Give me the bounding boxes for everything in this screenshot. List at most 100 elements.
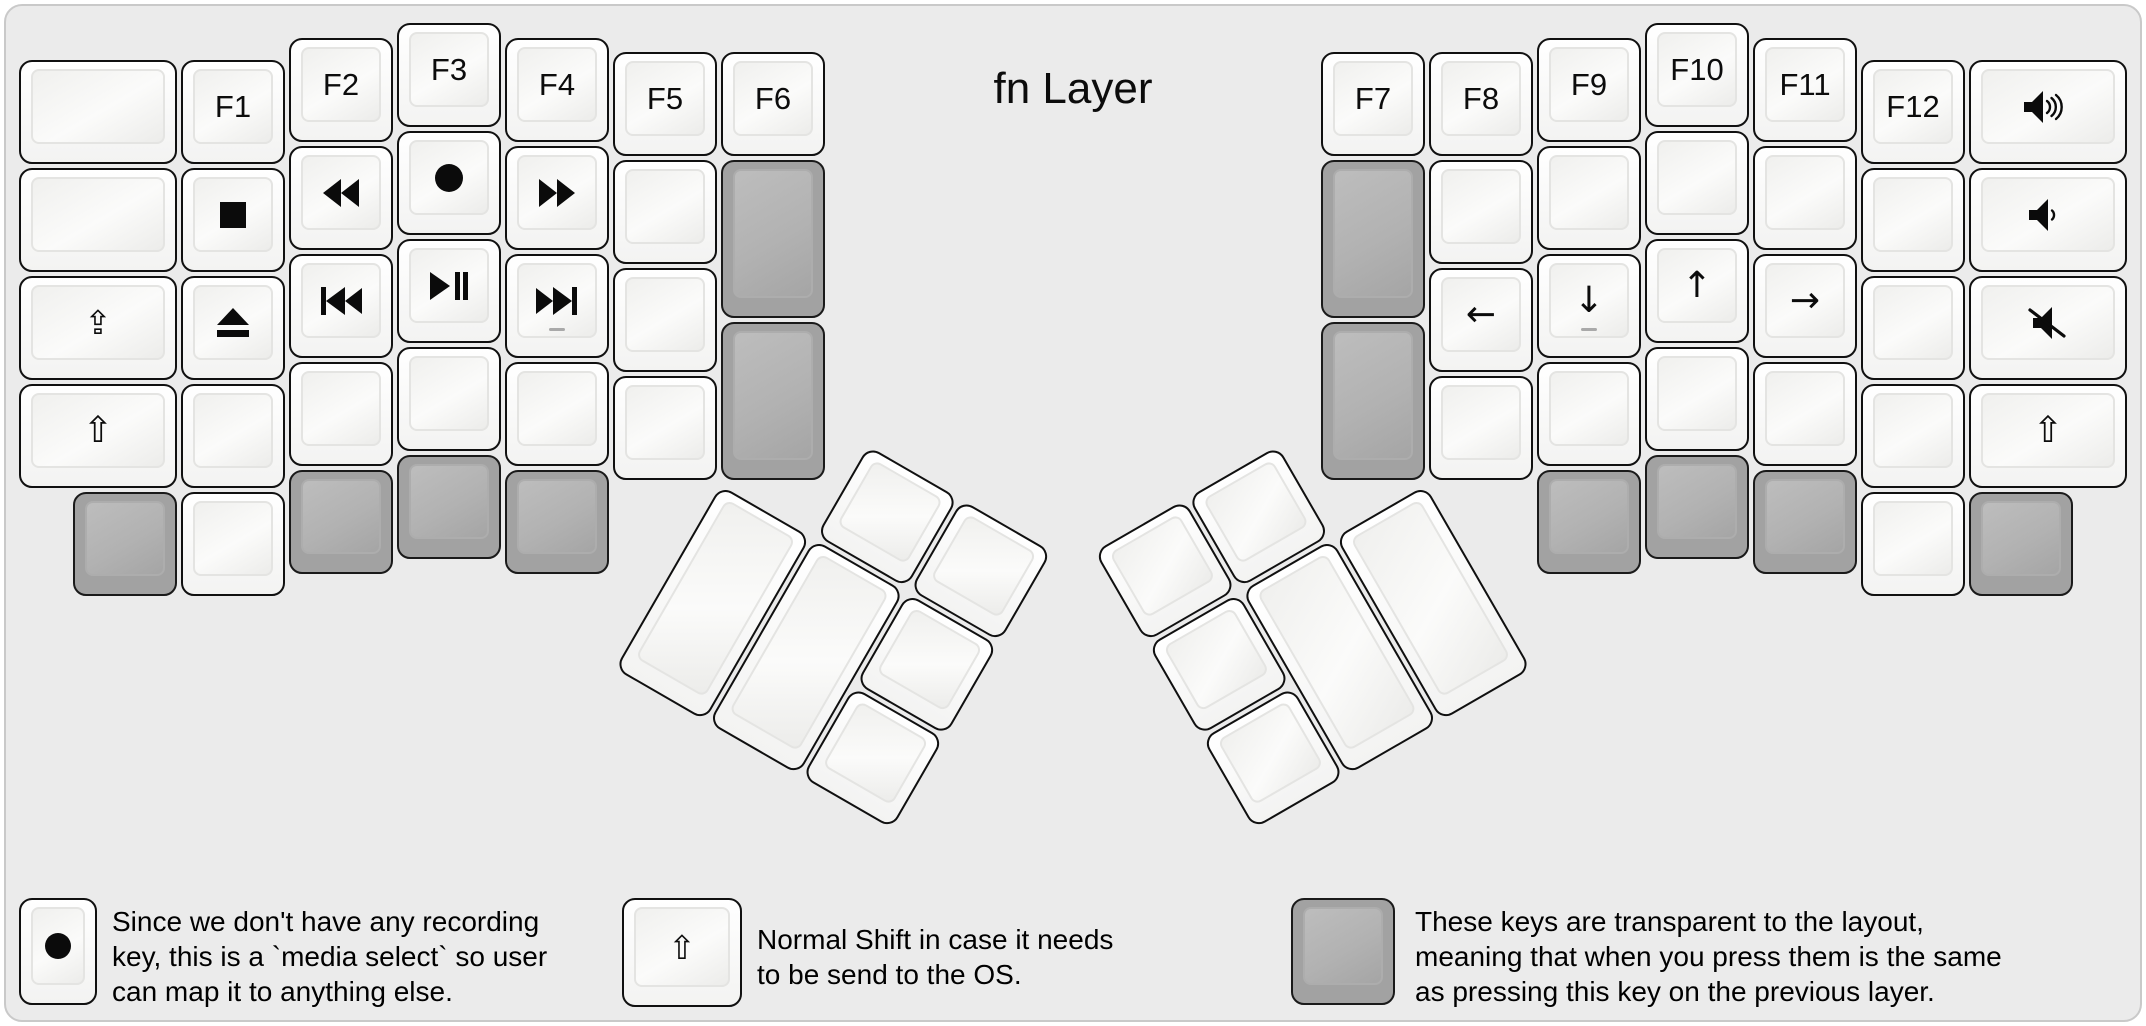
key-blank[interactable]: [19, 60, 177, 164]
legend-line: Normal Shift in case it needs: [757, 924, 1114, 955]
keycap-top: [1981, 501, 2061, 576]
key-f6[interactable]: F6: [721, 52, 825, 156]
key-label: F9: [1570, 66, 1608, 102]
keycap-top: [1549, 371, 1629, 446]
key-f8[interactable]: F8: [1429, 52, 1533, 156]
key-blank[interactable]: [1861, 168, 1965, 272]
key-blank[interactable]: [613, 268, 717, 372]
keycap-top: [1873, 285, 1953, 360]
keycap-top: [31, 69, 165, 144]
key-transparent[interactable]: [1321, 322, 1425, 480]
key-transparent[interactable]: [505, 470, 609, 574]
key-previous-track[interactable]: [289, 254, 393, 358]
key-arrow-down[interactable]: ↓: [1537, 254, 1641, 358]
key-f1[interactable]: F1: [181, 60, 285, 164]
volume-up-icon: [2024, 90, 2063, 123]
key-volume-down[interactable]: [1969, 168, 2127, 272]
key-blank[interactable]: [1861, 384, 1965, 488]
key-shift-right[interactable]: ⇧: [1969, 384, 2127, 488]
keycap-top: [193, 285, 273, 360]
key-rewind[interactable]: [289, 146, 393, 250]
key-f11[interactable]: F11: [1753, 38, 1857, 142]
key-eject[interactable]: [181, 276, 285, 380]
record-icon: [45, 933, 71, 959]
key-blank[interactable]: [613, 160, 717, 264]
key-blank[interactable]: [397, 347, 501, 451]
arrow-down-icon: ↓: [1573, 279, 1605, 321]
key-blank[interactable]: [1429, 160, 1533, 264]
key-f3[interactable]: F3: [397, 23, 501, 127]
fast-forward-icon: [539, 178, 575, 207]
key-transparent[interactable]: [73, 492, 177, 596]
key-arrow-right[interactable]: →: [1753, 254, 1857, 358]
key-blank[interactable]: [1429, 376, 1533, 480]
keycap-top: [1657, 140, 1737, 215]
keycap-top: F12: [1873, 69, 1953, 144]
keycap-top: [1549, 155, 1629, 230]
keycap-top: [1873, 501, 1953, 576]
key-transparent[interactable]: [1321, 160, 1425, 318]
key-play-pause[interactable]: [397, 239, 501, 343]
legend-line: Since we don't have any recording: [112, 906, 540, 937]
key-transparent[interactable]: [1969, 492, 2073, 596]
key-blank[interactable]: [181, 384, 285, 488]
key-transparent[interactable]: [1645, 455, 1749, 559]
key-f7[interactable]: F7: [1321, 52, 1425, 156]
key-record[interactable]: [397, 131, 501, 235]
key-blank[interactable]: [613, 376, 717, 480]
key-blank[interactable]: [181, 492, 285, 596]
key-next-track[interactable]: [505, 254, 609, 358]
key-transparent[interactable]: [721, 160, 825, 318]
keycap-top: [193, 501, 273, 576]
key-f2[interactable]: F2: [289, 38, 393, 142]
keycap-top: ⇧: [1981, 393, 2115, 468]
caps-lock-icon: ⇪: [84, 303, 112, 342]
key-blank[interactable]: [1753, 362, 1857, 466]
key-transparent[interactable]: [289, 470, 393, 574]
key-mute[interactable]: [1969, 276, 2127, 380]
legend-line: to be send to the OS.: [757, 959, 1022, 990]
record-icon: [435, 163, 463, 192]
key-arrow-up[interactable]: ↑: [1645, 239, 1749, 343]
key-f4[interactable]: F4: [505, 38, 609, 142]
keycap-top: F2: [301, 47, 381, 122]
key-f9[interactable]: F9: [1537, 38, 1641, 142]
key-f10[interactable]: F10: [1645, 23, 1749, 127]
keycap-top: ⇪: [31, 285, 165, 360]
key-blank[interactable]: [1645, 347, 1749, 451]
key-shift-left[interactable]: ⇧: [19, 384, 177, 488]
key-blank[interactable]: [1753, 146, 1857, 250]
key-blank[interactable]: [289, 362, 393, 466]
eject-icon: [217, 307, 249, 337]
key-caps-lock[interactable]: ⇪: [19, 276, 177, 380]
key-label: F4: [538, 66, 576, 102]
key-transparent[interactable]: [721, 322, 825, 480]
keycap-top: [409, 356, 489, 431]
arrow-right-icon: →: [1789, 279, 1821, 321]
keycap-top: [1981, 177, 2115, 252]
key-transparent[interactable]: [1753, 470, 1857, 574]
key-blank[interactable]: [1861, 276, 1965, 380]
key-blank[interactable]: [505, 362, 609, 466]
key-stop[interactable]: [181, 168, 285, 272]
key-blank[interactable]: [19, 168, 177, 272]
keycap-top: [409, 140, 489, 215]
legend-record-key: [19, 898, 97, 1005]
key-f5[interactable]: F5: [613, 52, 717, 156]
key-arrow-left[interactable]: ←: [1429, 268, 1533, 372]
key-blank[interactable]: [1537, 362, 1641, 466]
key-volume-up[interactable]: [1969, 60, 2127, 164]
keycap-top: F5: [625, 61, 705, 136]
key-blank[interactable]: [1537, 146, 1641, 250]
keycap-top: [409, 464, 489, 539]
legend-line: can map it to anything else.: [112, 976, 453, 1007]
key-label: F8: [1462, 80, 1500, 116]
key-blank[interactable]: [1861, 492, 1965, 596]
key-fast-forward[interactable]: [505, 146, 609, 250]
keycap-top: F10: [1657, 32, 1737, 107]
key-blank[interactable]: [1645, 131, 1749, 235]
legend-line: meaning that when you press them is the …: [1415, 941, 2002, 972]
key-f12[interactable]: F12: [1861, 60, 1965, 164]
key-transparent[interactable]: [397, 455, 501, 559]
key-transparent[interactable]: [1537, 470, 1641, 574]
